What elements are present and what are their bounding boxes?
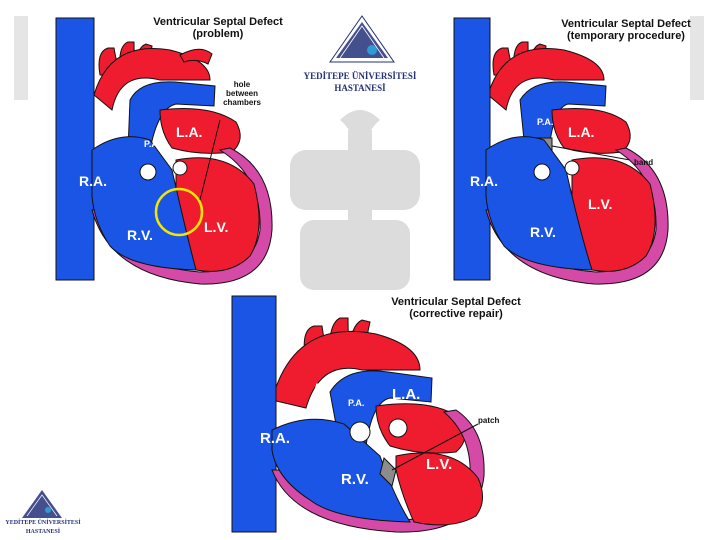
logo-bottom-triangle-icon — [22, 490, 62, 518]
logo-bottom-line2: HASTANESİ — [4, 529, 82, 536]
logo-bottom-line1: YEDİTEPE ÜNİVERSİTESİ — [4, 520, 82, 527]
